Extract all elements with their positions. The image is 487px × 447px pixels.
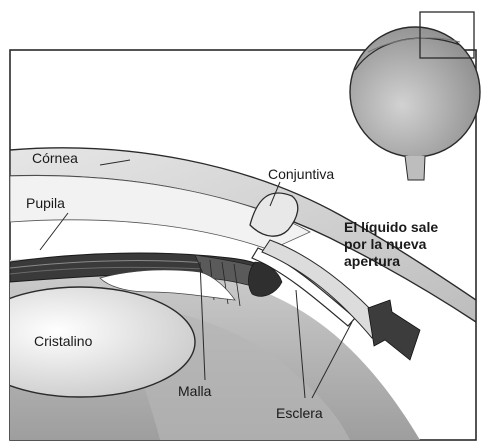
sclera-label: Esclera <box>276 405 323 421</box>
fluid-exit-label: El líquido sale por la nueva apertura <box>344 219 438 270</box>
fluid-exit-line-1: El líquido sale <box>344 219 438 236</box>
conjunctiva-label: Conjuntiva <box>268 166 334 182</box>
mesh-label: Malla <box>178 383 211 399</box>
fluid-exit-line-3: apertura <box>344 253 438 270</box>
cornea-label: Córnea <box>32 150 78 166</box>
lens-label: Cristalino <box>34 333 92 349</box>
pupil-label: Pupila <box>26 195 65 211</box>
fluid-exit-line-2: por la nueva <box>344 236 438 253</box>
